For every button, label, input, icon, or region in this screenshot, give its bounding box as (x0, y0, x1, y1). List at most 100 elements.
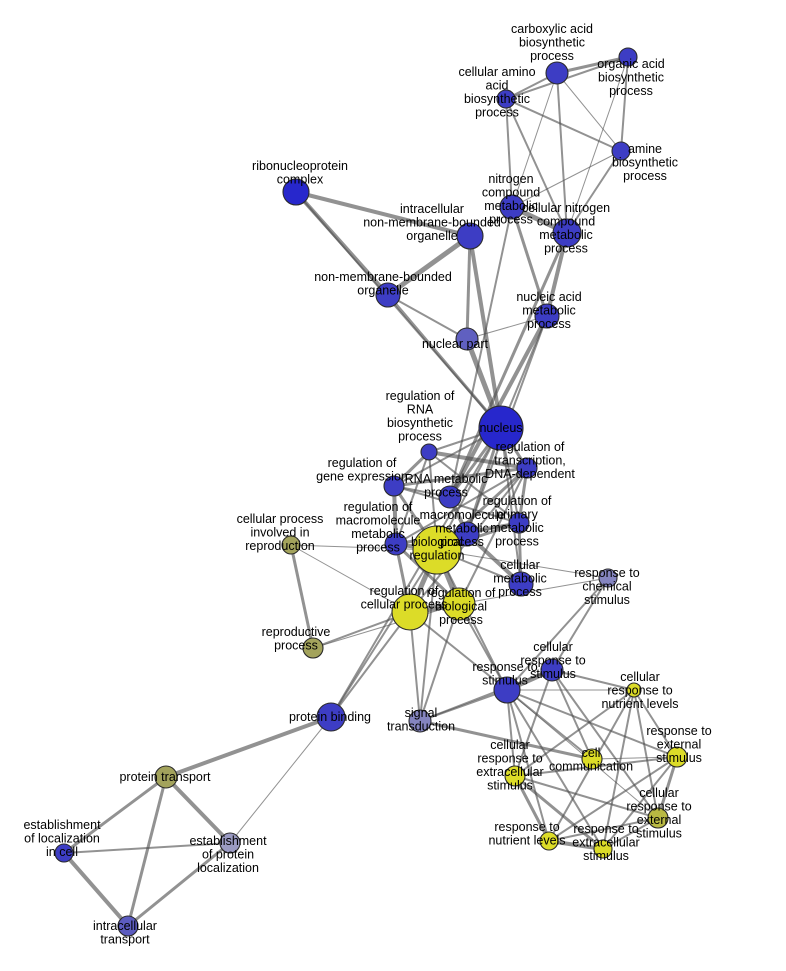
edge-response_stimulus--cellular_response_external (506, 689, 659, 819)
edge-signal_transduction--cell_communication (418, 719, 594, 761)
edge-cellular_response_stimulus--cellular_response_extracellular (514, 669, 553, 777)
edge-biological_regulation--signal_transduction (419, 549, 438, 722)
node-nmbo[interactable]: non-membrane-bounded organelle (375, 282, 401, 308)
edge-response_chemical--response_stimulus (506, 577, 609, 691)
edge-reproductive_process--reg_biological_process (312, 603, 460, 649)
node-nitrogen_compound[interactable]: nitrogen compound metabolic process (499, 194, 525, 220)
edge-cellular_response_extracellular--response_extracellular (513, 774, 605, 851)
edge-cellular_response_nutrient--response_extracellular (602, 689, 635, 850)
node-est_localization_cell[interactable]: establishment of localization in cell (54, 843, 74, 863)
node-reproductive_process[interactable]: reproductive process (302, 637, 324, 659)
edge-cellular_amino_acid--nitrogen_compound (505, 98, 513, 208)
node-protein_binding[interactable]: protein binding (316, 702, 346, 732)
edge-protein_binding--protein_transport (164, 715, 333, 779)
node-response_extracellular[interactable]: response to extracellular stimulus (593, 839, 613, 859)
node-nuclear_part[interactable]: nuclear part (455, 327, 479, 351)
node-nucleic_acid[interactable]: nucleic acid metabolic process (534, 303, 560, 329)
node-cellular_response_nutrient[interactable]: cellular response to nutrient levels (626, 682, 642, 698)
node-biological_regulation[interactable]: biological regulation (412, 525, 462, 575)
node-response_chemical[interactable]: response to chemical stimulus (598, 568, 618, 588)
node-carboxylic_acid[interactable]: carboxylic acid biosynthetic process (545, 61, 569, 85)
node-rna_metabolic[interactable]: RNA metabolic process (438, 485, 462, 509)
node-nucleus[interactable]: nucleus (478, 405, 524, 451)
edge-nuclear_part--nucleic_acid (466, 315, 548, 340)
node-reg_biological_process[interactable]: regulation of biological process (442, 587, 476, 621)
node-response_external[interactable]: response to external stimulus (666, 746, 688, 768)
node-reg_macromolecule[interactable]: regulation of macromolecule metabolic pr… (384, 532, 408, 556)
edge-response_stimulus--cellular_response_extracellular (506, 689, 516, 777)
edge-cellular_response_extracellular--response_nutrient (513, 774, 551, 843)
node-reg_cellular_process[interactable]: regulation of cellular process (391, 593, 429, 631)
edge-nmbo--nuclear_part (387, 294, 468, 340)
node-cellular_response_extracellular[interactable]: cellular response to extracellular stimu… (504, 765, 526, 787)
node-label-protein_binding: protein binding (289, 710, 371, 724)
edge-est_localization_cell--intracellular_transport (62, 851, 130, 928)
edge-organic_acid--amine (620, 56, 629, 152)
node-est_protein_localization[interactable]: establishment of protein localization (219, 832, 241, 854)
node-cellular_response_external[interactable]: cellular response to external stimulus (647, 807, 669, 829)
node-response_nutrient[interactable]: response to nutrient levels (539, 831, 559, 851)
node-cell_communication[interactable]: cell communication (581, 748, 603, 770)
node-label-nucleus: nucleus (479, 421, 522, 435)
node-reg_transcription[interactable]: regulation of transcription, DNA-depende… (516, 457, 538, 479)
edge-protein_binding--biological_regulation (330, 549, 438, 718)
node-cellular_nitrogen[interactable]: cellular nitrogen compound metabolic pro… (552, 218, 582, 248)
edge-reg_transcription--reg_biological_process (458, 467, 528, 605)
node-signal_transduction[interactable]: signal transduction (408, 709, 432, 733)
edge-nucleus--cellular_metabolic (500, 427, 522, 585)
node-cellular_amino_acid[interactable]: cellular amino acid biosynthetic process (496, 89, 516, 109)
node-label-protein_transport: protein transport (119, 770, 211, 784)
edge-cellular_response_stimulus--cellular_response_nutrient (551, 669, 635, 691)
node-cellular_metabolic[interactable]: cellular metabolic process (508, 571, 534, 597)
edge-amine--nitrogen_compound (511, 150, 622, 208)
node-intracellular_nmbo[interactable]: intracellular non-membrane-bounded organ… (456, 222, 484, 250)
node-reg_primary[interactable]: regulation of primary metabolic process (508, 512, 530, 534)
edge-cellular_response_nutrient--cellular_response_external (633, 689, 659, 819)
edge-cell_communication--response_external (591, 756, 678, 760)
edge-carboxylic_acid--amine (556, 72, 622, 152)
node-cellular_process_reproduction[interactable]: cellular process involved in reproductio… (281, 535, 301, 555)
node-response_stimulus[interactable]: response to stimulus (493, 676, 521, 704)
node-ribonucleoprotein_complex[interactable]: ribonucleoprotein complex (282, 178, 310, 206)
edge-reg_cellular_process--response_stimulus (409, 611, 508, 691)
node-amine[interactable]: amine biosynthetic process (611, 141, 631, 161)
edge-protein_binding--est_protein_localization (229, 716, 332, 844)
edge-intracellular_nmbo--nuclear_part (465, 234, 472, 341)
node-label-nuclear_part: nuclear part (422, 337, 489, 351)
node-organic_acid[interactable]: organic acid biosynthetic process (618, 47, 638, 67)
node-protein_transport[interactable]: protein transport (154, 765, 178, 789)
edge-nitrogen_compound--rna_metabolic (449, 206, 513, 498)
node-reg_rna_biosynthetic[interactable]: regulation of RNA biosynthetic process (420, 443, 438, 461)
edge-est_protein_localization--intracellular_transport (126, 841, 232, 928)
node-cellular_response_stimulus[interactable]: cellular response to stimulus (540, 658, 564, 682)
edge-carboxylic_acid--nitrogen_compound (511, 72, 558, 208)
node-reg_gene_expression[interactable]: regulation of gene expression (383, 475, 405, 497)
edge-cellular_amino_acid--amine (505, 98, 622, 152)
edge-protein_binding--reg_cellular_process (330, 611, 411, 718)
node-intracellular_transport[interactable]: intracellular transport (117, 915, 139, 937)
edge-nitrogen_compound--nucleic_acid (510, 205, 549, 318)
edge-response_stimulus--response_external (506, 689, 678, 758)
